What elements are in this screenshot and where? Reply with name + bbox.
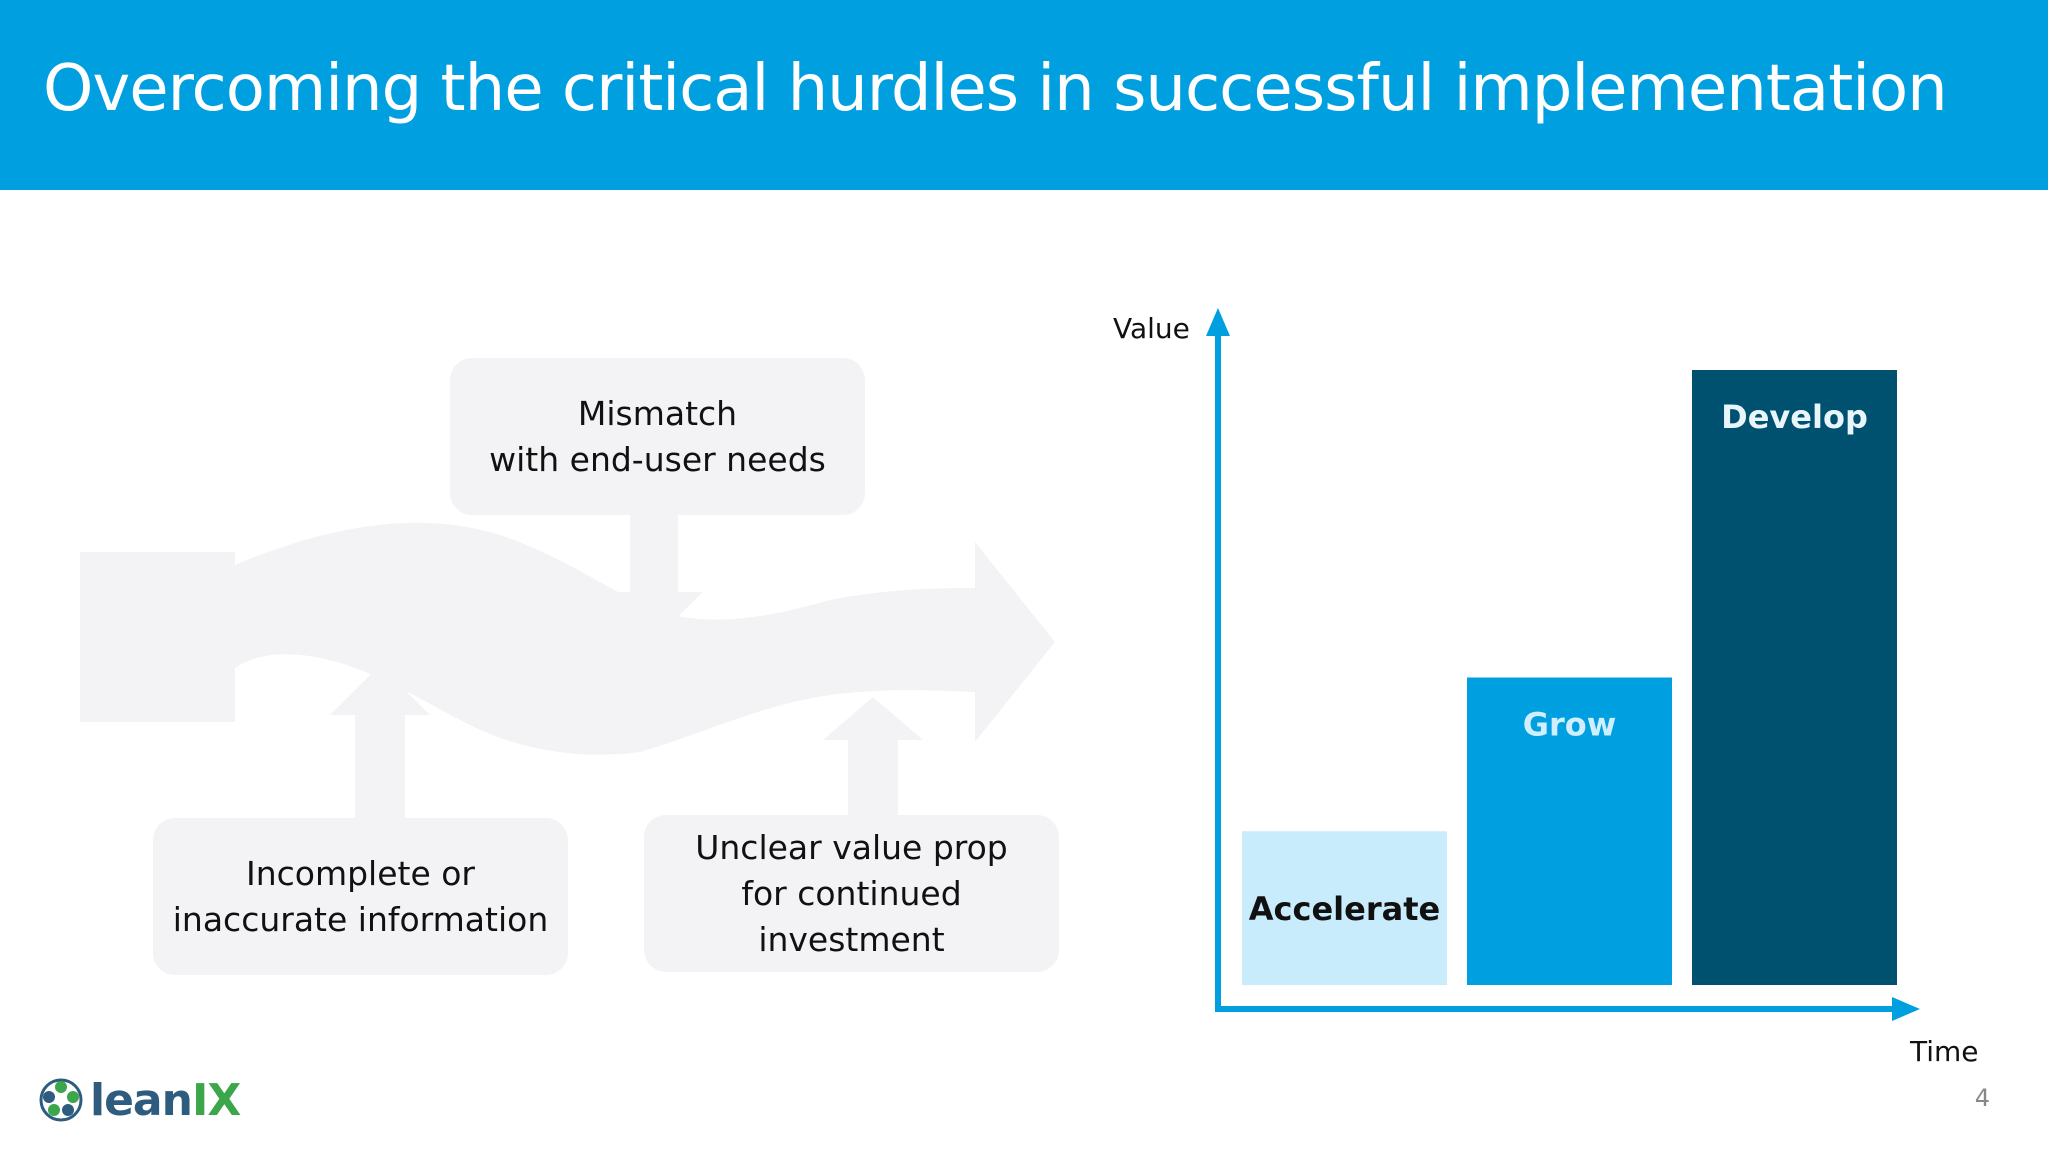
chart-bars: Accelerate Grow Develop	[1242, 370, 1897, 985]
x-axis-label: Time	[1910, 1035, 1979, 1068]
hurdle-box-unclear: Unclear value prop for continued investm…	[644, 815, 1059, 972]
bar-grow	[1467, 677, 1672, 985]
up-arrow-left	[330, 665, 430, 820]
slide-title: Overcoming the critical hurdles in succe…	[43, 52, 1948, 126]
logo-wordmark: leanIX	[90, 1074, 241, 1126]
bar-label-develop: Develop	[1721, 398, 1868, 436]
flow-arrow	[80, 522, 1055, 755]
hurdle-text: Mismatch with end-user needs	[489, 393, 826, 479]
y-axis-arrowhead	[1206, 308, 1230, 336]
x-axis-arrowhead	[1892, 997, 1920, 1021]
leanix-logo-icon	[39, 1078, 83, 1122]
hurdle-box-mismatch: Mismatch with end-user needs	[450, 358, 865, 515]
value-chart: Accelerate Grow Develop	[1206, 308, 1920, 1021]
bar-label-grow: Grow	[1523, 706, 1617, 744]
flow-diagram	[80, 505, 1055, 820]
bar-accelerate	[1242, 831, 1447, 985]
bar-develop	[1692, 370, 1897, 985]
y-axis-label: Value	[1113, 312, 1190, 345]
slide-body: Mismatch with end-user needs Incomplete …	[0, 190, 2048, 1152]
hurdle-text: Unclear value prop for continued investm…	[695, 827, 1008, 959]
page-number: 4	[1974, 1084, 1990, 1112]
down-arrow	[605, 505, 703, 640]
up-arrow-right	[823, 697, 923, 820]
hurdle-text: Incomplete or inaccurate information	[172, 853, 549, 939]
company-logo: leanIX	[38, 1068, 241, 1132]
bar-label-accelerate: Accelerate	[1249, 890, 1440, 928]
hurdle-box-incomplete: Incomplete or inaccurate information	[153, 818, 568, 975]
slide-header: Overcoming the critical hurdles in succe…	[0, 0, 2048, 190]
